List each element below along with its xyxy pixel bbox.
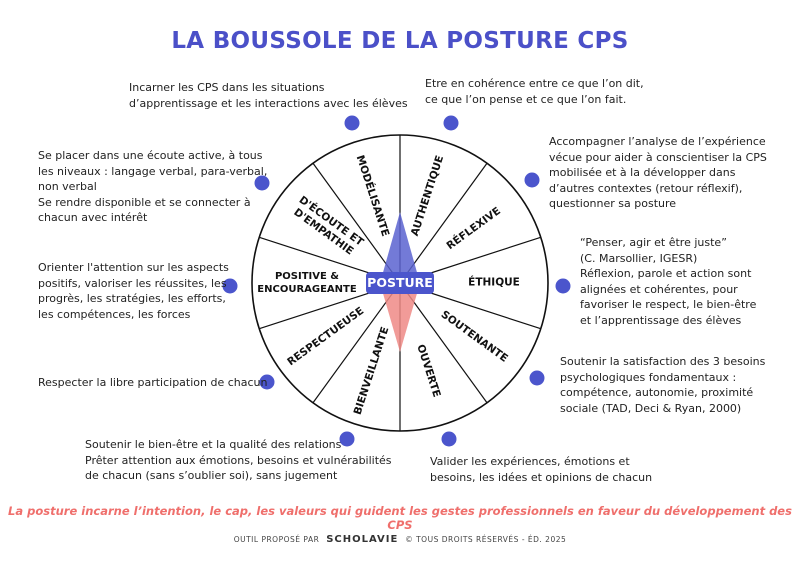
desc-soutenante: Soutenir la satisfaction des 3 besoins p… [560, 355, 766, 415]
marker-dot [524, 172, 540, 188]
marker-dot [344, 115, 360, 131]
desc-reflexive: Accompagner l’analyse de l’expérience vé… [549, 135, 767, 210]
desc-bienveillante: Soutenir le bien-être et la qualité des … [85, 438, 392, 482]
marker-dot [555, 278, 571, 294]
marker-dot [259, 374, 275, 390]
wheel-spoke [312, 162, 401, 284]
segment-ethique: ÉTHIQUE [468, 276, 520, 289]
footer-prefix: OUTIL PROPOSÉ PAR [233, 535, 320, 544]
footer-copyright: © TOUS DROITS RÉSERVÉS - ÉD. 2025 [405, 535, 567, 544]
marker-dot [254, 175, 270, 191]
segment-positive: POSITIVE & ENCOURAGEANTE [257, 271, 357, 295]
desc-ethique: “Penser, agir et être juste” (C. Marsoll… [580, 236, 757, 327]
compass-needle-north [382, 212, 418, 283]
marker-dot [443, 115, 459, 131]
desc-authentique: Etre en cohérence entre ce que l’on dit,… [425, 77, 644, 106]
desc-modelisante: Incarner les CPS dans les situations d’a… [129, 81, 408, 110]
footer: OUTIL PROPOSÉ PAR SCHOLAVIE © TOUS DROIT… [0, 534, 800, 545]
wheel-spoke [399, 162, 488, 284]
marker-dot [441, 431, 457, 447]
brand-logo: SCHOLAVIE [326, 534, 399, 545]
tagline: La posture incarne l’intention, le cap, … [8, 504, 792, 532]
marker-dot [529, 370, 545, 386]
desc-ecoute: Se placer dans une écoute active, à tous… [38, 149, 268, 224]
wheel-spoke [312, 282, 401, 404]
page-title: LA BOUSSOLE DE LA POSTURE CPS [171, 28, 629, 54]
wheel-spoke [399, 282, 488, 404]
posture-badge: POSTURE [366, 272, 434, 294]
desc-ouverte: Valider les expériences, émotions et bes… [430, 455, 653, 484]
desc-respectueuse: Respecter la libre participation de chac… [38, 376, 268, 389]
desc-positive: Orienter l'attention sur les aspects pos… [38, 261, 229, 321]
compass-needle-south [382, 283, 418, 352]
marker-dot [222, 278, 238, 294]
marker-dot [339, 431, 355, 447]
